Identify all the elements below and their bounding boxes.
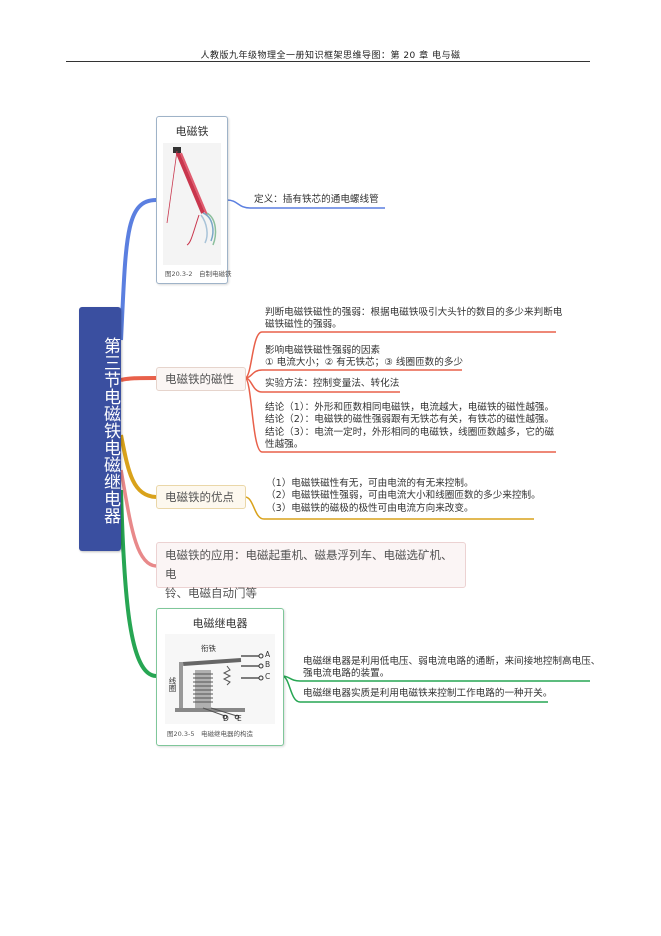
magnetism-judge-line-1: 判断电磁铁磁性的强弱：根据电磁铁吸引大头针的数目的多少来判断电 bbox=[265, 307, 563, 318]
relay-label-d: D bbox=[223, 714, 229, 723]
relay-label-b: B bbox=[265, 660, 271, 669]
header-divider bbox=[66, 61, 590, 62]
magnetism-judge-line-2: 磁铁磁性的强弱。 bbox=[265, 319, 342, 331]
advantages-topic: 电磁铁的优点 bbox=[156, 485, 246, 509]
magnetism-topic: 电磁铁的磁性 bbox=[156, 367, 246, 391]
root-topic: 第三节电磁铁电磁继电器 bbox=[79, 307, 121, 551]
connector-judge bbox=[244, 331, 263, 379]
application-topic: 电磁铁的应用：电磁起重机、磁悬浮列车、电磁选矿机、电 铃、电磁自动门等 bbox=[156, 542, 466, 600]
relay-label-a: A bbox=[265, 650, 271, 659]
electromagnet-caption: 图20.3-2 自制电磁铁 bbox=[165, 270, 232, 278]
magnetism-conclusion-1: 结论（1）：外形和匝数相同电磁铁，电流越大，电磁铁的磁性越强。 bbox=[265, 402, 555, 413]
branch-magnetism bbox=[120, 376, 157, 382]
root-topic-label: 第三节电磁铁电磁继电器 bbox=[100, 336, 120, 524]
relay-title: 电磁继电器 bbox=[192, 617, 248, 630]
magnetism-factors-line-2: ① 电流大小；② 有无铁芯；③ 线圈匝数的多少 bbox=[265, 357, 464, 369]
connector-advantages bbox=[244, 496, 265, 520]
electromagnet-card: 电磁铁 图20.3-2 自制电磁铁 bbox=[156, 116, 232, 284]
electromagnet-title: 电磁铁 bbox=[175, 125, 209, 138]
branch-electromagnet bbox=[119, 198, 157, 341]
magnetism-factors: 影响电磁铁磁性强弱的因素 ① 电流大小；② 有无铁芯；③ 线圈匝数的多少 bbox=[265, 345, 463, 370]
connector-definition bbox=[226, 199, 251, 209]
advantages-item-3: （3）电磁铁的磁极的极性可由电流方向来改变。 bbox=[266, 502, 474, 514]
branch-relay bbox=[119, 489, 157, 678]
magnetism-factors-line-1: 影响电磁铁磁性强弱的因素 bbox=[265, 345, 381, 356]
relay-essence: 电磁继电器实质是利用电磁铁来控制工作电路的一种开关。 bbox=[303, 688, 553, 699]
relay-definition: 电磁继电器是利用低电压、弱电流电路的通断，来间接地控制高电压、 强电流电路的装置… bbox=[303, 656, 600, 681]
relay-label-coil: 线圈 bbox=[168, 677, 177, 692]
relay-label-armature: 衔铁 bbox=[201, 644, 216, 653]
page-header: 人教版九年级物理全一册知识框架思维导图：第 20 章 电与磁 bbox=[200, 51, 461, 61]
relay-label-c: C bbox=[265, 672, 271, 681]
advantages-item-2: （2）电磁铁磁性强弱，可由电流大小和线圈匝数的多少来控制。 bbox=[266, 490, 541, 502]
branch-application bbox=[119, 469, 157, 568]
relay-label-e: E bbox=[237, 714, 242, 723]
magnetism-conclusion-3: 结论（3）：电流一定时，外形相同的电磁铁，线圈匝数越多，它的磁 bbox=[265, 426, 555, 438]
relay-caption: 图20.3-5 电磁继电器的构造 bbox=[167, 730, 253, 738]
relay-definition-line-2: 强电流电路的装置。 bbox=[303, 668, 390, 680]
advantages-item-1: （1）电磁铁磁性有无，可由电流的有无来控制。 bbox=[266, 478, 474, 489]
relay-card: 电磁继电器 衔铁 线圈 A B C D E 图20 bbox=[156, 608, 284, 746]
branch-advantages bbox=[119, 434, 157, 499]
magnetism-conclusion-2: 结论（2）：电磁铁的磁性强弱跟有无铁芯有关，有铁芯的磁性越强。 bbox=[265, 414, 555, 426]
application-line-1: 电磁铁的应用：电磁起重机、磁悬浮列车、电磁选矿机、电 bbox=[165, 548, 453, 581]
magnetism-conclusion-3-cont: 性越强。 bbox=[265, 439, 304, 451]
electromagnet-illustration bbox=[163, 143, 221, 265]
advantages-list: （1）电磁铁磁性有无，可由电流的有无来控制。 （2）电磁铁磁性强弱，可由电流大小… bbox=[266, 478, 541, 515]
magnetism-judge: 判断电磁铁磁性的强弱：根据电磁铁吸引大头针的数目的多少来判断电 磁铁磁性的强弱。 bbox=[265, 307, 562, 332]
magnetism-conclusions: 结论（1）：外形和匝数相同电磁铁，电流越大，电磁铁的磁性越强。 结论（2）：电磁… bbox=[265, 402, 554, 452]
electromagnet-definition: 定义：插有铁芯的通电螺线管 bbox=[254, 194, 379, 205]
magnetism-method: 实验方法：控制变量法、转化法 bbox=[265, 378, 400, 389]
relay-illustration bbox=[165, 634, 275, 724]
connector-conclusions bbox=[244, 377, 263, 453]
application-line-2: 铃、电磁自动门等 bbox=[165, 586, 257, 600]
relay-definition-line-1: 电磁继电器是利用低电压、弱电流电路的通断，来间接地控制高电压、 bbox=[303, 656, 601, 667]
connector-relay-essence bbox=[281, 675, 301, 703]
